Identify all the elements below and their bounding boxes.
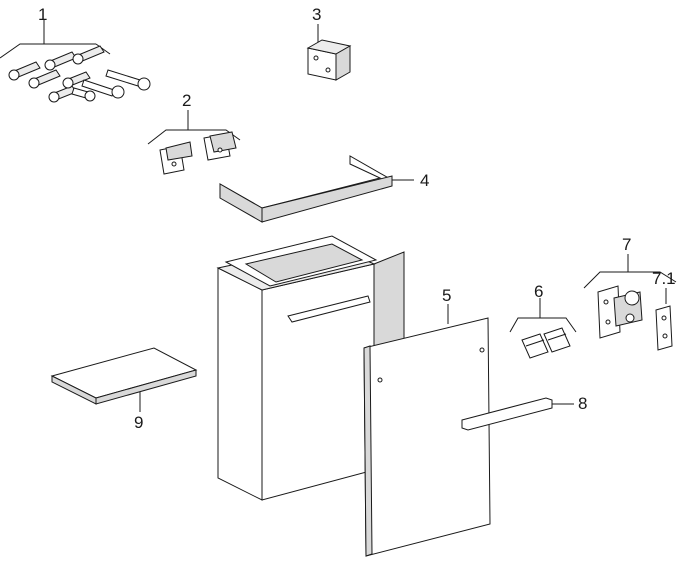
part-8-handle	[461, 397, 574, 431]
screw	[105, 69, 151, 91]
cabinet-handle	[287, 295, 371, 323]
part-1-fixing-set	[0, 20, 151, 103]
callout-4: 4	[420, 171, 430, 190]
callout-9: 9	[134, 413, 144, 432]
part-7-hinge	[583, 254, 677, 339]
callout-6: 6	[534, 282, 544, 301]
callout-7: 7	[622, 235, 632, 254]
bracket-7	[583, 271, 677, 289]
callout-5: 5	[442, 286, 452, 305]
part-7-1-plate	[655, 288, 673, 351]
part-5-door	[363, 304, 491, 557]
wall-plug	[72, 45, 105, 65]
part-2-clips	[147, 110, 241, 175]
wall-plug	[44, 51, 77, 71]
wall-plug	[8, 61, 41, 81]
part-9-shelf	[50, 347, 198, 412]
basin-bowl	[244, 243, 364, 283]
clip	[203, 131, 237, 161]
wall-plug	[48, 85, 77, 103]
cabinet-side	[217, 267, 263, 501]
door-panel	[363, 317, 491, 557]
pad	[521, 333, 549, 359]
callout-7-1: 7.1	[652, 269, 676, 288]
callout-3: 3	[312, 5, 322, 24]
wall-plug	[62, 71, 91, 89]
part-3-bracket	[306, 24, 352, 81]
pad	[543, 327, 571, 353]
screw	[81, 79, 125, 99]
callout-2: 2	[182, 91, 192, 110]
part-4-rail	[219, 155, 414, 223]
clip	[159, 141, 193, 175]
callout-1: 1	[38, 5, 48, 24]
callout-8: 8	[578, 394, 588, 413]
part-6-pads	[509, 298, 577, 359]
bracket-1	[0, 43, 96, 59]
bracket-6	[509, 317, 577, 333]
screw	[71, 87, 96, 102]
wall-plug	[28, 69, 61, 89]
